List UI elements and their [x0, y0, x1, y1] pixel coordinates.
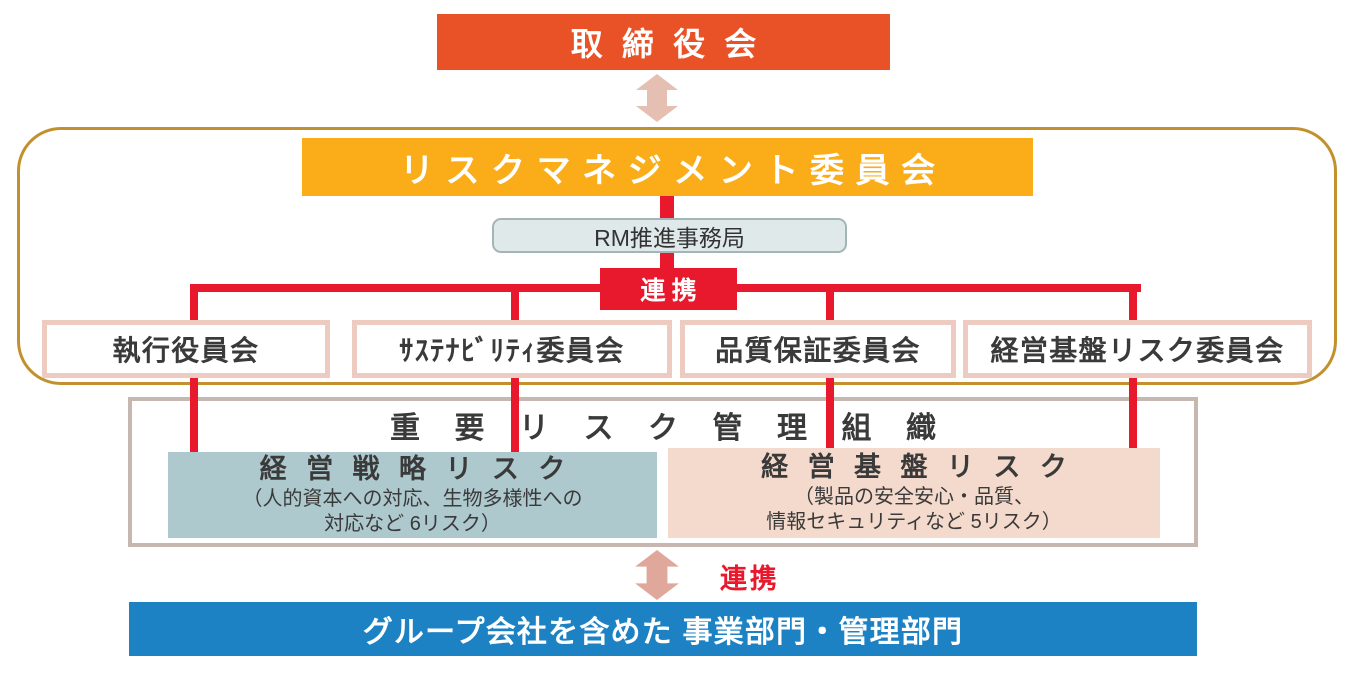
group-companies-band: グループ会社を含めた 事業部門・管理部門 [129, 602, 1197, 656]
management-strategy-risk-title: 経営戦略リスク [259, 454, 585, 485]
management-strategy-risk-detail-line2: 対応など 6リスク） [324, 512, 501, 535]
rm-promotion-office-box: RM推進事務局 [492, 218, 847, 253]
committee-group-container [17, 127, 1337, 385]
management-base-risk-committee-box: 経営基盤リスク委員会 [963, 320, 1312, 378]
executive-officers-meeting-box: 執行役員会 [42, 320, 330, 378]
management-base-risk-detail-line1: （製品の安全安心・品質、 [794, 485, 1034, 508]
management-strategy-risk-detail-line1: （人的資本への対応、生物多様性への [242, 487, 583, 510]
management-base-risk-detail-line2: 情報セキュリティなど 5リスク） [766, 510, 1062, 533]
management-base-risk-title: 経営基盤リスク [761, 452, 1087, 483]
management-base-risk-box: 経営基盤リスク （製品の安全安心・品質、 情報セキュリティなど 5リスク） [668, 448, 1160, 538]
board-of-directors-box: 取締役会 [437, 14, 890, 70]
quality-assurance-committee-box: 品質保証委員会 [680, 320, 956, 378]
important-risk-management-org-title: 重要リスク管理組織 [390, 412, 971, 445]
bidirectional-arrow-icon [635, 550, 679, 600]
cooperation-label-box: 連携 [600, 268, 737, 310]
sustainability-committee-box: ｻｽﾃﾅﾋﾞﾘﾃｨ委員会 [352, 320, 672, 378]
risk-management-committee-box: リスクマネジメント委員会 [302, 138, 1033, 196]
cooperation-label-bottom: 連携 [720, 563, 780, 594]
management-strategy-risk-box: 経営戦略リスク （人的資本への対応、生物多様性への 対応など 6リスク） [168, 452, 657, 538]
bidirectional-arrow-icon [636, 74, 678, 122]
